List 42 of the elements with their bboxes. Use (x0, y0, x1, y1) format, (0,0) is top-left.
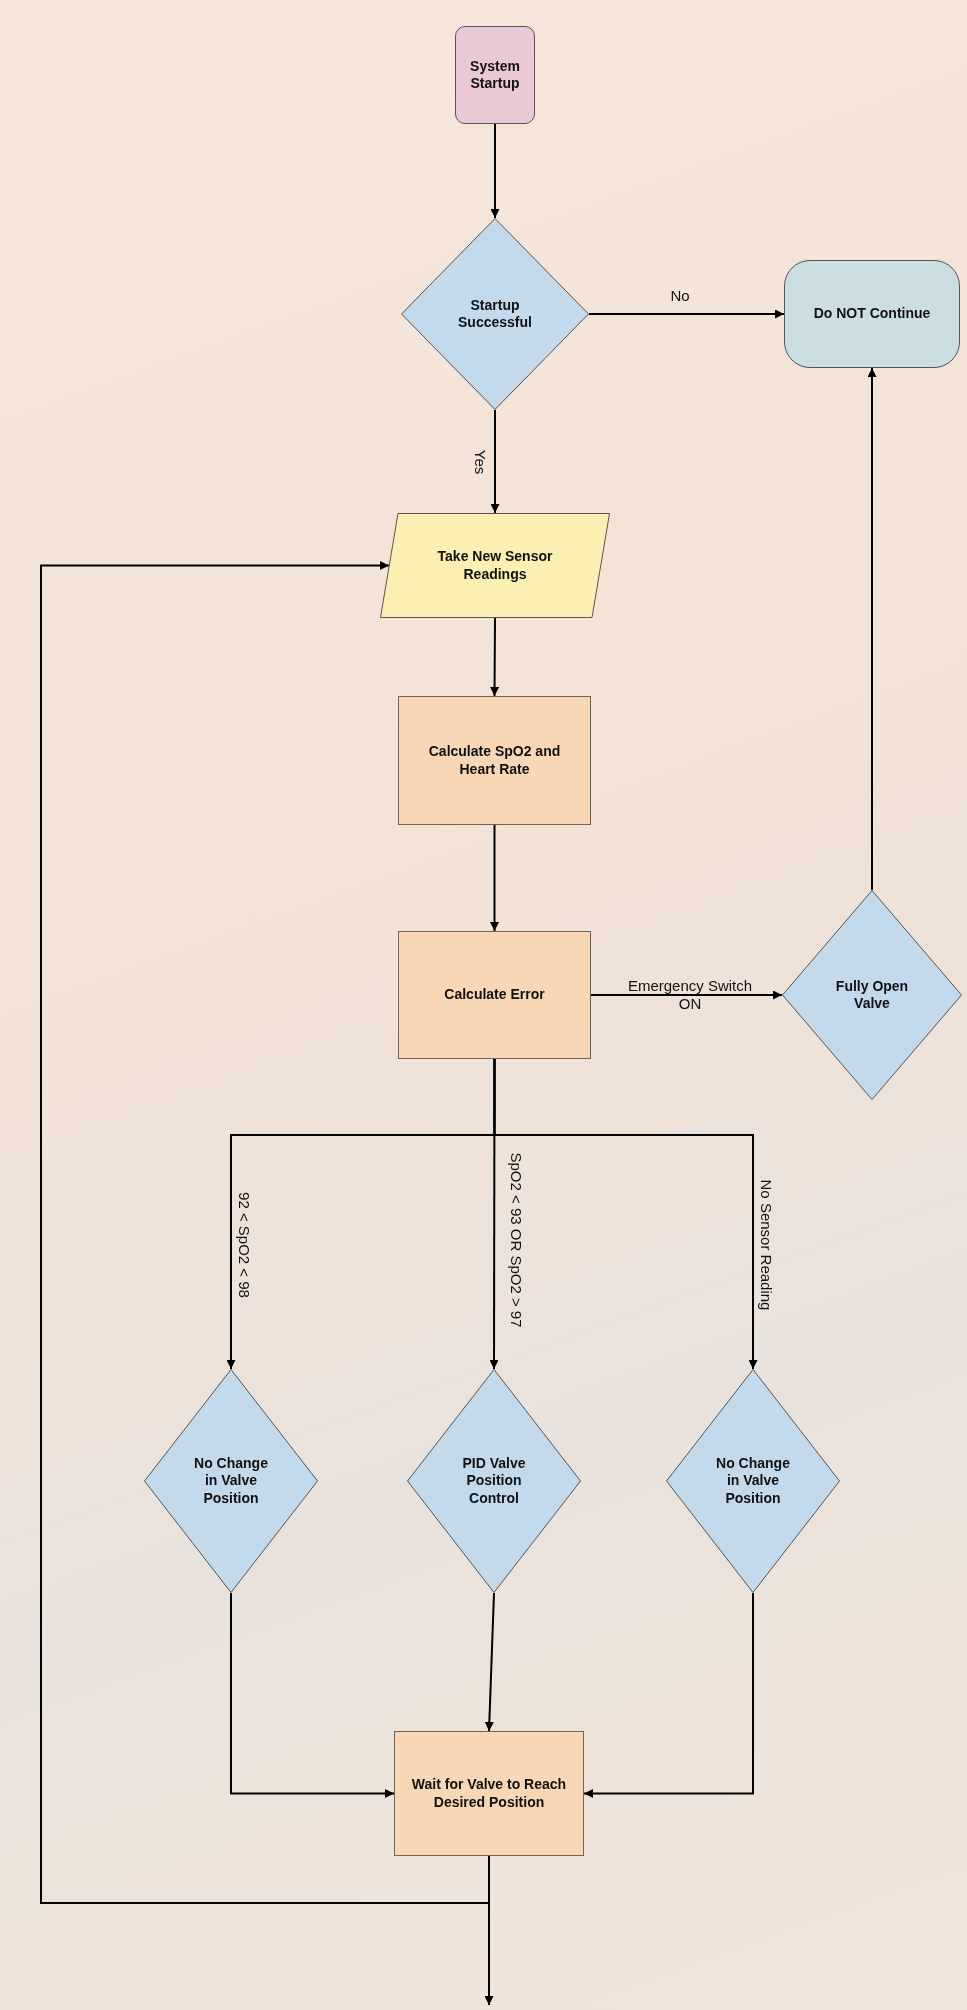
decision-diamond (782, 890, 962, 1100)
decision-diamond (407, 1369, 581, 1593)
decision-diamond (666, 1369, 840, 1593)
process-box (398, 931, 591, 1059)
arrow (490, 123, 500, 219)
node-label: PID Valve Position Control (461, 1454, 527, 1508)
edge-label: Emergency Switch ON (626, 977, 754, 1013)
decision-diamond (401, 218, 589, 410)
node-label: Calculate Error (444, 986, 545, 1004)
node-label: No Change in Valve Position (715, 1454, 791, 1508)
node-label: Do NOT Continue (813, 305, 931, 323)
edge-label: Yes (471, 449, 489, 475)
arrow (490, 617, 500, 697)
arrow (490, 824, 499, 932)
node-label: Wait for Valve to Reach Desired Position (410, 1776, 568, 1811)
arrow (484, 1855, 494, 2006)
arrow (867, 367, 877, 891)
edge-label: No (670, 287, 690, 305)
arrow (588, 309, 785, 319)
arrow (583, 1592, 754, 1798)
node-label: No Change in Valve Position (193, 1454, 269, 1508)
node-label: Fully Open Valve (834, 977, 910, 1013)
edge-label: 92 < SpO2 < 98 (235, 1192, 253, 1298)
terminal-box (784, 260, 960, 368)
edge-label: No Sensor Reading (757, 1179, 775, 1311)
decision-diamond (144, 1369, 318, 1593)
edge-label: SpO2 < 93 OR SpO2 > 97 (507, 1151, 525, 1330)
arrow (484, 1592, 495, 1732)
process-box (398, 696, 591, 825)
arrow (590, 990, 783, 1000)
node-label: Calculate SpO2 and Heart Rate (427, 743, 562, 778)
input-parallelogram (380, 513, 610, 618)
node-label: System Startup (469, 57, 521, 93)
node-label: Startup Successful (457, 296, 533, 332)
process-box (394, 1731, 584, 1856)
arrow (493, 1058, 758, 1370)
arrow (490, 409, 500, 514)
arrow (489, 1058, 499, 1370)
arrow (230, 1592, 395, 1798)
node-label: Take New Sensor Readings (436, 548, 554, 583)
start-box (455, 26, 535, 124)
arrow (40, 561, 490, 1904)
